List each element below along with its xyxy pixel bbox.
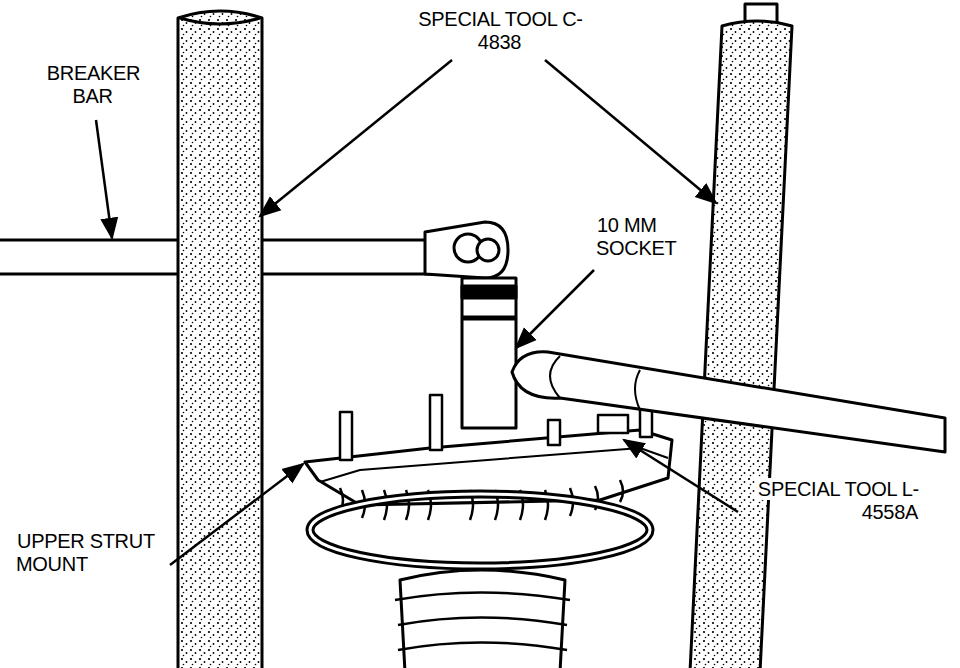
left-post bbox=[178, 11, 262, 668]
label-text: SPECIAL TOOL L-4558A bbox=[757, 478, 919, 523]
label-text: UPPER STRUT MOUNT bbox=[16, 530, 155, 575]
label-text: 10 MM SOCKET bbox=[596, 214, 677, 259]
tool-wrench bbox=[512, 352, 945, 452]
part-label: BREAKER BAR bbox=[28, 62, 158, 108]
part-label: UPPER STRUT MOUNT bbox=[16, 530, 176, 576]
label-text: SPECIAL TOOL C-4838 bbox=[417, 8, 582, 53]
socket bbox=[462, 278, 516, 428]
coil-spring bbox=[310, 494, 650, 566]
part-label: SPECIAL TOOL L-4558A bbox=[744, 478, 919, 524]
part-label: SPECIAL TOOL C-4838 bbox=[400, 8, 600, 54]
right-post bbox=[690, 21, 792, 668]
part-label: 10 MM SOCKET bbox=[596, 214, 716, 260]
leader-lines bbox=[96, 60, 738, 565]
dust-boot bbox=[400, 570, 565, 668]
label-text: BREAKER BAR bbox=[46, 62, 141, 107]
